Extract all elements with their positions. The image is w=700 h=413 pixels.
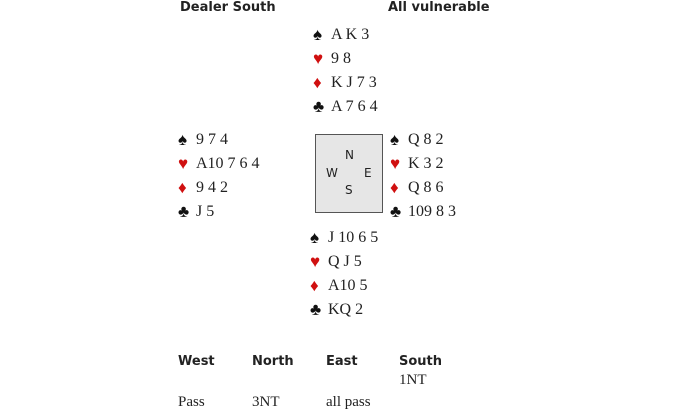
heart-icon: ♥: [178, 154, 189, 173]
diamond-icon: ♦: [310, 276, 319, 295]
compass-west: W: [326, 166, 338, 180]
dealer-label: Dealer South: [180, 0, 276, 15]
compass-table: N W E S: [315, 134, 383, 213]
compass-north: N: [345, 148, 354, 162]
diamond-icon: ♦: [178, 178, 187, 197]
east-clubs: 109 8 3: [408, 203, 456, 220]
bid-west-2: Pass: [178, 394, 205, 410]
diamond-icon: ♦: [390, 178, 399, 197]
diamond-icon: ♦: [313, 73, 322, 92]
north-hearts: 9 8: [331, 50, 351, 67]
bid-north-2: 3NT: [252, 394, 280, 410]
bid-header-east: East: [326, 354, 358, 369]
heart-icon: ♥: [313, 49, 324, 68]
east-hearts: K 3 2: [408, 155, 444, 172]
south-clubs: KQ 2: [328, 301, 364, 318]
bid-header-west: West: [178, 354, 215, 369]
east-spades: Q 8 2: [408, 131, 444, 148]
west-hand: ♠ 9 7 4 ♥ A10 7 6 4 ♦ 9 4 2 ♣ J 5: [178, 128, 260, 224]
west-clubs: J 5: [196, 203, 215, 220]
south-hand: ♠ J 10 6 5 ♥ Q J 5 ♦ A10 5 ♣ KQ 2: [310, 226, 378, 322]
heart-icon: ♥: [310, 252, 321, 271]
east-diamonds: Q 8 6: [408, 179, 444, 196]
club-icon: ♣: [178, 202, 190, 221]
south-spades: J 10 6 5: [328, 229, 379, 246]
bid-header-north: North: [252, 354, 294, 369]
spade-icon: ♠: [390, 130, 400, 149]
compass-south: S: [345, 183, 353, 197]
compass-east: E: [364, 166, 372, 180]
bid-east-2: all pass: [326, 394, 371, 410]
spade-icon: ♠: [310, 228, 320, 247]
bid-header-south: South: [399, 354, 443, 369]
vulnerability-label: All vulnerable: [388, 0, 490, 15]
south-hearts: Q J 5: [328, 253, 362, 270]
north-diamonds: K J 7 3: [331, 74, 377, 91]
north-hand: ♠ A K 3 ♥ 9 8 ♦ K J 7 3 ♣ A 7 6 4: [313, 23, 378, 119]
club-icon: ♣: [390, 202, 402, 221]
heart-icon: ♥: [390, 154, 401, 173]
club-icon: ♣: [313, 97, 325, 116]
east-hand: ♠ Q 8 2 ♥ K 3 2 ♦ Q 8 6 ♣ 109 8 3: [390, 128, 456, 224]
spade-icon: ♠: [313, 25, 323, 44]
north-spades: A K 3: [331, 26, 370, 43]
south-diamonds: A10 5: [328, 277, 368, 294]
spade-icon: ♠: [178, 130, 188, 149]
club-icon: ♣: [310, 300, 322, 319]
west-spades: 9 7 4: [196, 131, 228, 148]
north-clubs: A 7 6 4: [331, 98, 378, 115]
west-hearts: A10 7 6 4: [196, 155, 260, 172]
bid-south-1: 1NT: [399, 372, 427, 388]
west-diamonds: 9 4 2: [196, 179, 228, 196]
